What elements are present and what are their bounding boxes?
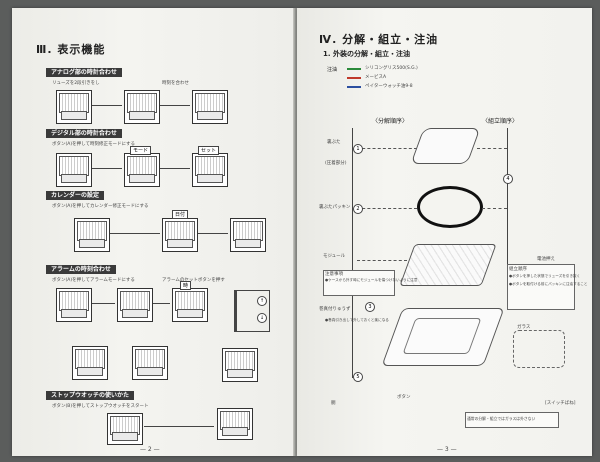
step-marker: 2: [353, 204, 363, 214]
flow-arrow: [92, 105, 122, 106]
legend-arrow-blue: [347, 86, 361, 88]
part-label-crystal: ガラス: [517, 325, 531, 330]
left-page: Ⅲ. 表示機能 アナログ部の時計合わせ デジタル部の時計合わせ カレンダーの設定…: [12, 8, 295, 456]
note-digital-1: ボタン(A)を押して時刻修正モードにする: [52, 142, 135, 147]
note-calendar-1: ボタン(A)を押してカレンダー修正モードにする: [52, 204, 149, 209]
watch-illustration: [192, 153, 228, 187]
note-text: 通常の分解・組立ではガラスは外さない: [467, 416, 536, 421]
note-text: ●ボタンを取付ける前にパッキンに注油すること: [509, 282, 588, 286]
watch-illustration: [117, 288, 153, 322]
note-stopwatch-1: ボタン(B)を押してストップウオッチをスタート: [52, 404, 149, 409]
disassembly-flow-line: [352, 128, 353, 378]
legend-arrow-green: [347, 68, 361, 70]
watch-illustration: [124, 153, 160, 187]
note-text: ●巻真引き出して外しておくと楽になる: [325, 318, 389, 322]
lubrication-legend-label: 注油: [327, 67, 338, 73]
part-label-case-back: 裏ぶた: [327, 140, 341, 145]
part-label-press-fit: (圧着部分): [325, 161, 347, 166]
note-box-bottom: [465, 412, 559, 428]
step-marker: 1: [353, 144, 363, 154]
legend-item-3: ペイターウォッチ油9-8: [365, 84, 413, 89]
step-marker: ↓: [257, 313, 267, 323]
section-digital: デジタル部の時計合わせ: [46, 129, 122, 138]
legend-item-2: メービスA: [365, 75, 387, 80]
assembly-order-label: 〈組立順序〉: [482, 118, 519, 125]
section-alarm: アラームの時刻合わせ: [46, 265, 116, 274]
legend-item-1: シリコングリス500(S.G.): [365, 66, 418, 71]
watch-illustration: [107, 413, 143, 445]
watch-illustration: [192, 90, 228, 124]
watch-illustration: [132, 346, 168, 380]
section-calendar: カレンダーの設定: [46, 191, 105, 200]
leader-line: [482, 208, 507, 209]
watch-illustration: [172, 288, 208, 322]
legend-arrow-red: [347, 77, 361, 79]
note-heading: 組立順序: [509, 267, 527, 272]
case-back-drawing: [410, 128, 481, 164]
note-alarm-2: アラームのセットボタンを押す: [162, 278, 225, 283]
part-label-switch-spring: [スイッチばね]: [545, 401, 576, 406]
watch-illustration: [217, 408, 253, 440]
right-page: Ⅳ. 分解・組立・注油 1. 外装の分解・組立・注油 注油 シリコングリス500…: [297, 8, 592, 456]
note-alarm-1: ボタン(A)を押してアラームモードにする: [52, 278, 135, 283]
part-label-button: ボタン: [397, 395, 411, 400]
gasket-drawing: [417, 186, 483, 228]
note-text: ●ボタンを押した状態でリューズを引き抜く: [509, 274, 581, 278]
button-label: モード: [130, 146, 152, 155]
flow-arrow: [92, 303, 115, 304]
watch-illustration: [56, 288, 92, 322]
flow-arrow: [198, 233, 228, 234]
note-analog-1: リューズを2段引きをし: [52, 81, 100, 86]
left-page-heading: Ⅲ. 表示機能: [36, 43, 106, 56]
crystal-drawing: [402, 318, 482, 354]
part-label-crown: 巻真付りゅうず: [319, 307, 351, 312]
leader-line: [357, 260, 407, 261]
watch-illustration: [230, 218, 266, 252]
flow-arrow: [153, 303, 170, 304]
leader-line: [357, 208, 417, 209]
note-text: ●ケースから外す時にモジュールを傷つけないように注意: [325, 278, 418, 282]
flow-arrow: [144, 426, 214, 427]
watch-illustration: [56, 153, 92, 187]
flow-arrow: [160, 105, 190, 106]
note-box-disassembly: [323, 270, 395, 296]
button-label: セット: [198, 146, 220, 155]
section-stopwatch: ストップウオッチの使いかた: [46, 391, 135, 400]
switch-detail-drawing: [513, 330, 565, 368]
watch-illustration: [74, 218, 110, 252]
note-analog-2: 時刻を合わせ: [162, 81, 189, 86]
note-heading: 注意事項: [325, 272, 343, 277]
flow-arrow: [110, 233, 160, 234]
right-page-subheading: 1. 外装の分解・組立・注油: [323, 50, 410, 58]
right-page-heading: Ⅳ. 分解・組立・注油: [319, 33, 439, 46]
flow-arrow: [92, 168, 122, 169]
flow-arrow: [160, 168, 190, 169]
book-spine: [293, 8, 299, 456]
part-label-case: 胴: [331, 401, 336, 406]
step-marker: 4: [503, 174, 513, 184]
part-label-gasket: 裏ぶたパッキン: [319, 205, 351, 210]
assembly-flow-line: [507, 128, 508, 288]
left-page-number: — 2 —: [140, 446, 160, 453]
part-label-module: モジュール: [323, 254, 346, 259]
watch-illustration: [124, 90, 160, 124]
watch-illustration: [56, 90, 92, 124]
section-analog: アナログ部の時計合わせ: [46, 68, 122, 77]
step-marker: 3: [365, 302, 375, 312]
leader-line: [357, 148, 417, 149]
button-label: 時: [180, 281, 192, 290]
step-marker: 5: [353, 372, 363, 382]
disassembly-order-label: 〈分解順序〉: [372, 118, 409, 125]
button-label: 日付: [172, 210, 189, 219]
leader-line: [477, 148, 507, 149]
right-page-number: — 3 —: [437, 446, 457, 453]
step-marker: ↑: [257, 296, 267, 306]
alarm-bracket: [234, 290, 270, 332]
watch-illustration: [162, 218, 198, 252]
part-label-battery-holder: 電池押え: [537, 257, 555, 262]
watch-illustration: [222, 348, 258, 382]
watch-illustration: [72, 346, 108, 380]
note-box-assembly: [507, 264, 575, 310]
